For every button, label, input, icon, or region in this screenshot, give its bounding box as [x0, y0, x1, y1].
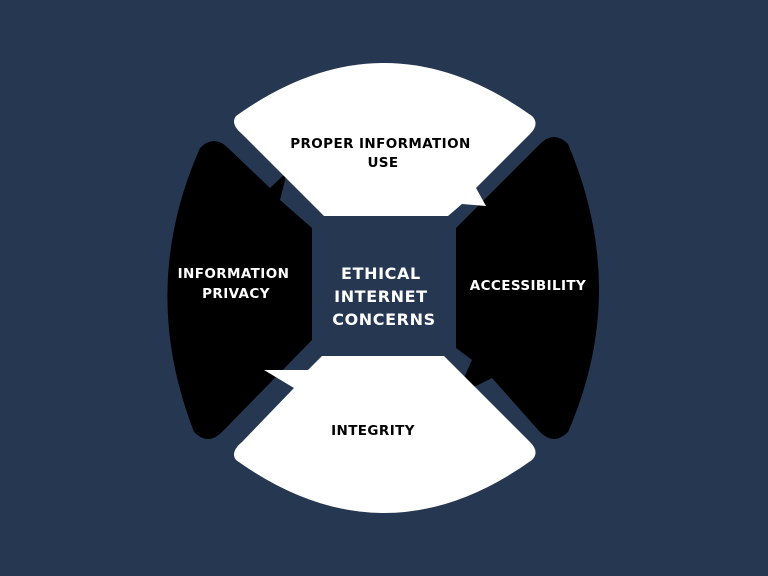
center-label: ETHICAL INTERNET CONCERNS	[332, 264, 435, 329]
segment-right-label: ACCESSIBILITY	[470, 278, 586, 294]
segment-left-label: INFORMATION PRIVACY	[178, 266, 295, 302]
segment-bottom-label: INTEGRITY	[331, 423, 415, 439]
segment-right-accessibility	[456, 137, 599, 439]
segment-left-information-privacy	[167, 141, 312, 439]
segment-bottom-integrity	[234, 356, 536, 513]
segment-top-label: PROPER INFORMATION USE	[290, 136, 476, 171]
segment-top-proper-information-use	[234, 63, 536, 216]
